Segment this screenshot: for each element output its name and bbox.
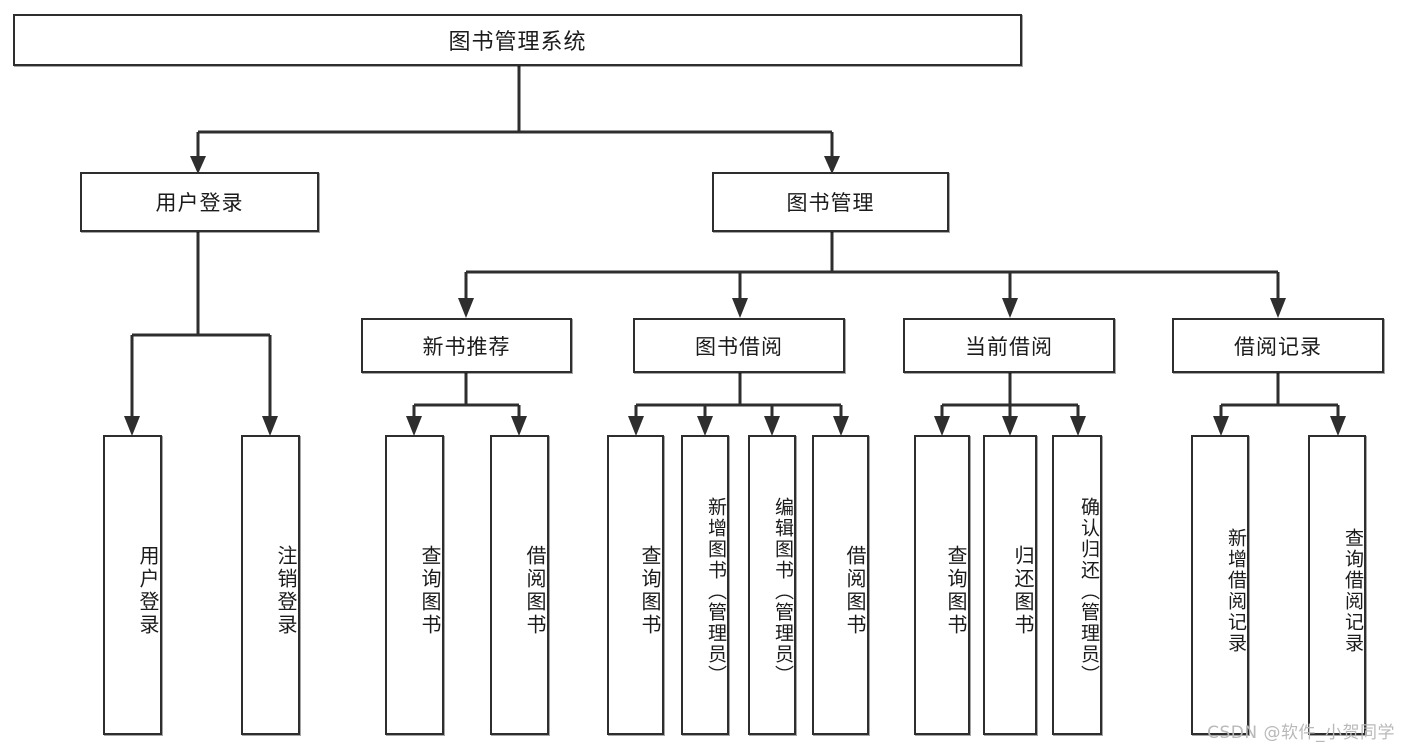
leaf-book-borrow-add[interactable]: 新增图书（管理员） (681, 435, 729, 735)
node-label: 借阅记录 (1234, 334, 1322, 359)
node-label: 归还图书 (1011, 545, 1035, 637)
node-label: 确认归还（管理员） (1078, 496, 1100, 686)
node-current-borrow[interactable]: 当前借阅 (903, 318, 1115, 373)
leaf-book-borrow-query[interactable]: 查询图书 (607, 435, 664, 735)
node-label: 图书管理系统 (448, 30, 587, 55)
node-label: 新增借阅记录 (1225, 528, 1247, 654)
leaf-current-borrow-query[interactable]: 查询图书 (914, 435, 970, 735)
node-label: 借阅图书 (523, 545, 547, 637)
leaf-borrow-record-add[interactable]: 新增借阅记录 (1191, 435, 1249, 735)
leaf-new-book-query[interactable]: 查询图书 (385, 435, 444, 735)
node-label: 用户登录 (155, 191, 244, 215)
node-label: 当前借阅 (965, 334, 1053, 359)
leaf-new-book-borrow[interactable]: 借阅图书 (490, 435, 549, 735)
node-label: 注销登录 (274, 545, 298, 637)
node-user-login[interactable]: 用户登录 (80, 172, 319, 232)
node-label: 查询图书 (418, 545, 442, 637)
node-label: 查询图书 (638, 545, 662, 637)
node-label: 借阅图书 (843, 545, 867, 637)
node-root-system[interactable]: 图书管理系统 (13, 14, 1022, 66)
node-book-borrow[interactable]: 图书借阅 (633, 318, 845, 373)
node-borrow-record[interactable]: 借阅记录 (1172, 318, 1384, 373)
node-label: 查询图书 (944, 545, 968, 637)
leaf-book-borrow-edit[interactable]: 编辑图书（管理员） (748, 435, 796, 735)
leaf-borrow-record-query[interactable]: 查询借阅记录 (1308, 435, 1366, 735)
node-new-book-recommend[interactable]: 新书推荐 (361, 318, 572, 373)
node-label: 查询借阅记录 (1342, 528, 1364, 654)
node-label: 图书借阅 (695, 334, 783, 359)
node-label: 图书管理 (786, 191, 875, 215)
leaf-user-login-logout[interactable]: 注销登录 (241, 435, 300, 735)
node-book-management[interactable]: 图书管理 (712, 172, 949, 232)
watermark-text: CSDN @软件_小贺同学 (1207, 723, 1395, 743)
leaf-book-borrow-borrow[interactable]: 借阅图书 (812, 435, 869, 735)
node-label: 编辑图书（管理员） (772, 496, 794, 686)
leaf-current-borrow-return[interactable]: 归还图书 (983, 435, 1037, 735)
node-label: 新增图书（管理员） (705, 496, 727, 686)
leaf-user-login-login[interactable]: 用户登录 (103, 435, 162, 735)
node-label: 用户登录 (136, 545, 160, 637)
node-label: 新书推荐 (422, 334, 511, 359)
leaf-current-borrow-confirm-return[interactable]: 确认归还（管理员） (1052, 435, 1102, 735)
